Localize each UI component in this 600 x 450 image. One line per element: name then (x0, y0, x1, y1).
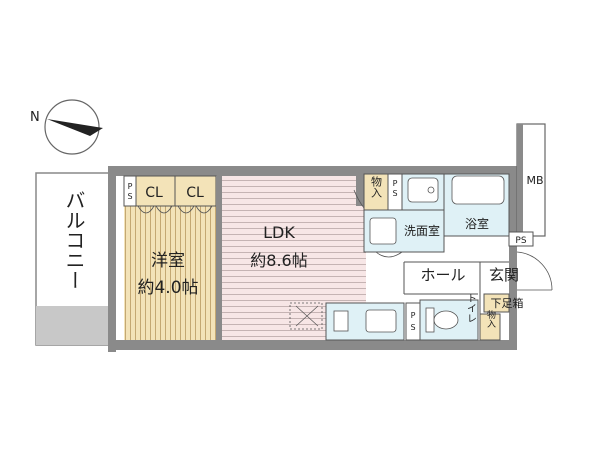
toilet-bowl (433, 310, 459, 330)
western-room-floor (124, 206, 216, 340)
mb-box: MB (516, 123, 546, 237)
storage-top: 物入 (353, 173, 389, 211)
washing-drain (427, 186, 435, 194)
ldk-size: 約8.6帖 (250, 251, 307, 270)
western-room: P S CL CL 洋室 約4.0帖 (123, 175, 222, 340)
kitchen-stove (333, 310, 349, 332)
ps-top-label-s: S (392, 189, 397, 198)
washroom-label: 洗面室 (404, 223, 440, 238)
wall-mid-top (356, 166, 364, 206)
shoe-box-label: 下足箱 (491, 296, 524, 310)
storage-small-label: 物入 (485, 309, 496, 328)
stove-mark (295, 305, 319, 327)
compass-circle (44, 99, 100, 155)
western-room-label: 洋室 (151, 251, 185, 271)
washroom-door (375, 251, 403, 258)
balcony-gray-area (36, 306, 112, 345)
ps-middle: P S (405, 302, 421, 341)
entrance-label: 玄関 (489, 266, 519, 284)
wall-top-right (362, 166, 517, 174)
ps-middle-label-p: P (411, 311, 416, 320)
storage-top-area (363, 173, 389, 211)
ps-left-box (123, 175, 137, 207)
hall-label: ホール (420, 266, 465, 284)
bathtub (451, 175, 505, 205)
washing-machine (407, 177, 439, 203)
mb-label: MB (526, 174, 543, 187)
ps-right-label: PS (515, 236, 526, 246)
ps-top-label-p: P (393, 179, 398, 188)
hall-entrance: ホール 玄関 下足箱 (403, 251, 553, 340)
outer-walls (116, 166, 517, 350)
closet-1-label: CL (145, 185, 163, 201)
storage-small-area (479, 313, 501, 341)
front-door-swing (516, 251, 553, 291)
mb-wall (517, 124, 523, 236)
toilet-label: トイレ (465, 293, 477, 323)
stove-area (289, 302, 323, 330)
closet-doors (137, 205, 213, 214)
toilet-room: トイレ 物入 (419, 293, 501, 341)
storage-top-door (353, 189, 365, 209)
balcony: バルコニー (35, 166, 116, 352)
washroom: 洗面室 (363, 173, 445, 258)
shoe-box-area (483, 293, 510, 313)
wall-top-left (116, 166, 364, 176)
ps-middle-label-s: S (410, 323, 415, 332)
western-ldk-wall (216, 176, 222, 340)
balcony-label: バルコニー (62, 190, 86, 290)
ldk: LDK 約8.6帖 (222, 176, 405, 341)
bath-label: 浴室 (465, 216, 489, 231)
ps-left-label-s: S (127, 192, 132, 201)
wall-right (509, 166, 517, 350)
western-room-size: 約4.0帖 (137, 278, 198, 298)
closet-2-label: CL (186, 185, 204, 201)
ldk-floor-ext (356, 206, 366, 306)
closet-area (123, 175, 217, 207)
toilet-tank (425, 307, 435, 333)
ps-top: P S (387, 173, 403, 211)
kitchen-sink (365, 309, 397, 333)
ldk-label: LDK (263, 223, 295, 242)
wash-basin (369, 217, 397, 245)
compass-north-label: N (30, 110, 40, 125)
storage-top-label: 物入 (370, 175, 383, 198)
bathroom: 浴室 PS (443, 173, 534, 247)
balcony-wall (108, 166, 116, 352)
compass-needle (47, 119, 103, 136)
ps-right-box (508, 231, 534, 247)
wall-bottom (116, 340, 511, 350)
compass: N (30, 99, 103, 155)
ps-left-label-p: P (128, 182, 133, 191)
ps-middle-box (405, 302, 421, 341)
